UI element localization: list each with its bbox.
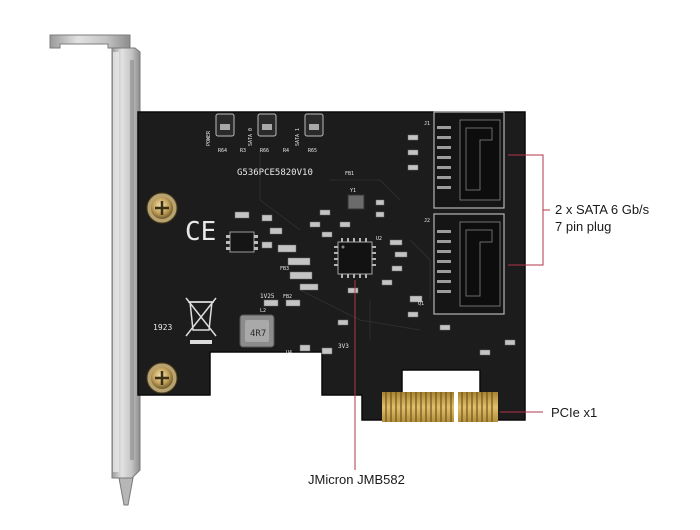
smd-components <box>234 134 516 356</box>
board-model: G536PCE5820V10 <box>237 168 313 178</box>
label-1v25: 1V25 <box>260 293 275 300</box>
chip-callout-label: JMicron JMB582 <box>308 472 405 487</box>
label-3v3: 3V3 <box>338 343 349 350</box>
sata-connector-2 <box>433 213 505 315</box>
svg-text:CE: CE <box>185 217 216 247</box>
label-q1: Q1 <box>418 301 424 307</box>
svg-text:SATA 0: SATA 0 <box>248 128 254 146</box>
sata-connector-1 <box>433 111 505 209</box>
svg-text:R64: R64 <box>218 148 227 154</box>
svg-text:L2: L2 <box>260 308 266 314</box>
svg-text:4R7: 4R7 <box>250 329 266 339</box>
svg-text:U2: U2 <box>376 236 382 242</box>
screw-top <box>146 192 178 224</box>
metal-bracket <box>49 34 141 506</box>
svg-text:POWER: POWER <box>206 130 212 146</box>
callout-lines <box>354 154 550 470</box>
sata-callout-line1: 2 x SATA 6 Gb/s <box>555 202 650 217</box>
pcie-edge-connector <box>382 392 498 422</box>
pcb-board <box>137 111 526 421</box>
crystal-y1: Y1 <box>347 188 365 210</box>
sata-callout-line2: 7 pin plug <box>555 219 612 234</box>
label-u4: U4 <box>286 350 292 356</box>
regulator-ic <box>226 231 258 253</box>
resistor-r4: R4 <box>283 148 289 154</box>
board-code: 1923 <box>153 323 172 332</box>
led-sata1: SATA 1 R65 <box>295 113 324 154</box>
ce-mark: CE <box>185 217 216 247</box>
label-j2: J2 <box>424 218 430 224</box>
pcie-callout-label: PCIe x1 <box>551 405 598 420</box>
weee-bin-icon <box>185 297 217 344</box>
led-power: POWER R64 <box>206 113 235 154</box>
resistor-r3: R3 <box>240 148 246 154</box>
label-fb3: FB3 <box>280 266 289 272</box>
svg-text:R65: R65 <box>308 148 317 154</box>
label-j1: J1 <box>424 121 430 127</box>
label-fb2: FB2 <box>283 294 292 300</box>
label-fb1: FB1 <box>345 171 354 177</box>
jmb582-controller-chip: U2 <box>334 236 382 278</box>
svg-text:Y1: Y1 <box>350 188 356 194</box>
inductor-l2: 4R7 L2 <box>239 308 275 348</box>
svg-text:R66: R66 <box>260 148 269 154</box>
svg-text:SATA 1: SATA 1 <box>295 128 301 146</box>
screw-bottom <box>146 362 178 394</box>
led-sata0: SATA 0 R66 <box>248 113 277 154</box>
sata-callout-label: 2 x SATA 6 Gb/s 7 pin plug <box>555 201 649 235</box>
